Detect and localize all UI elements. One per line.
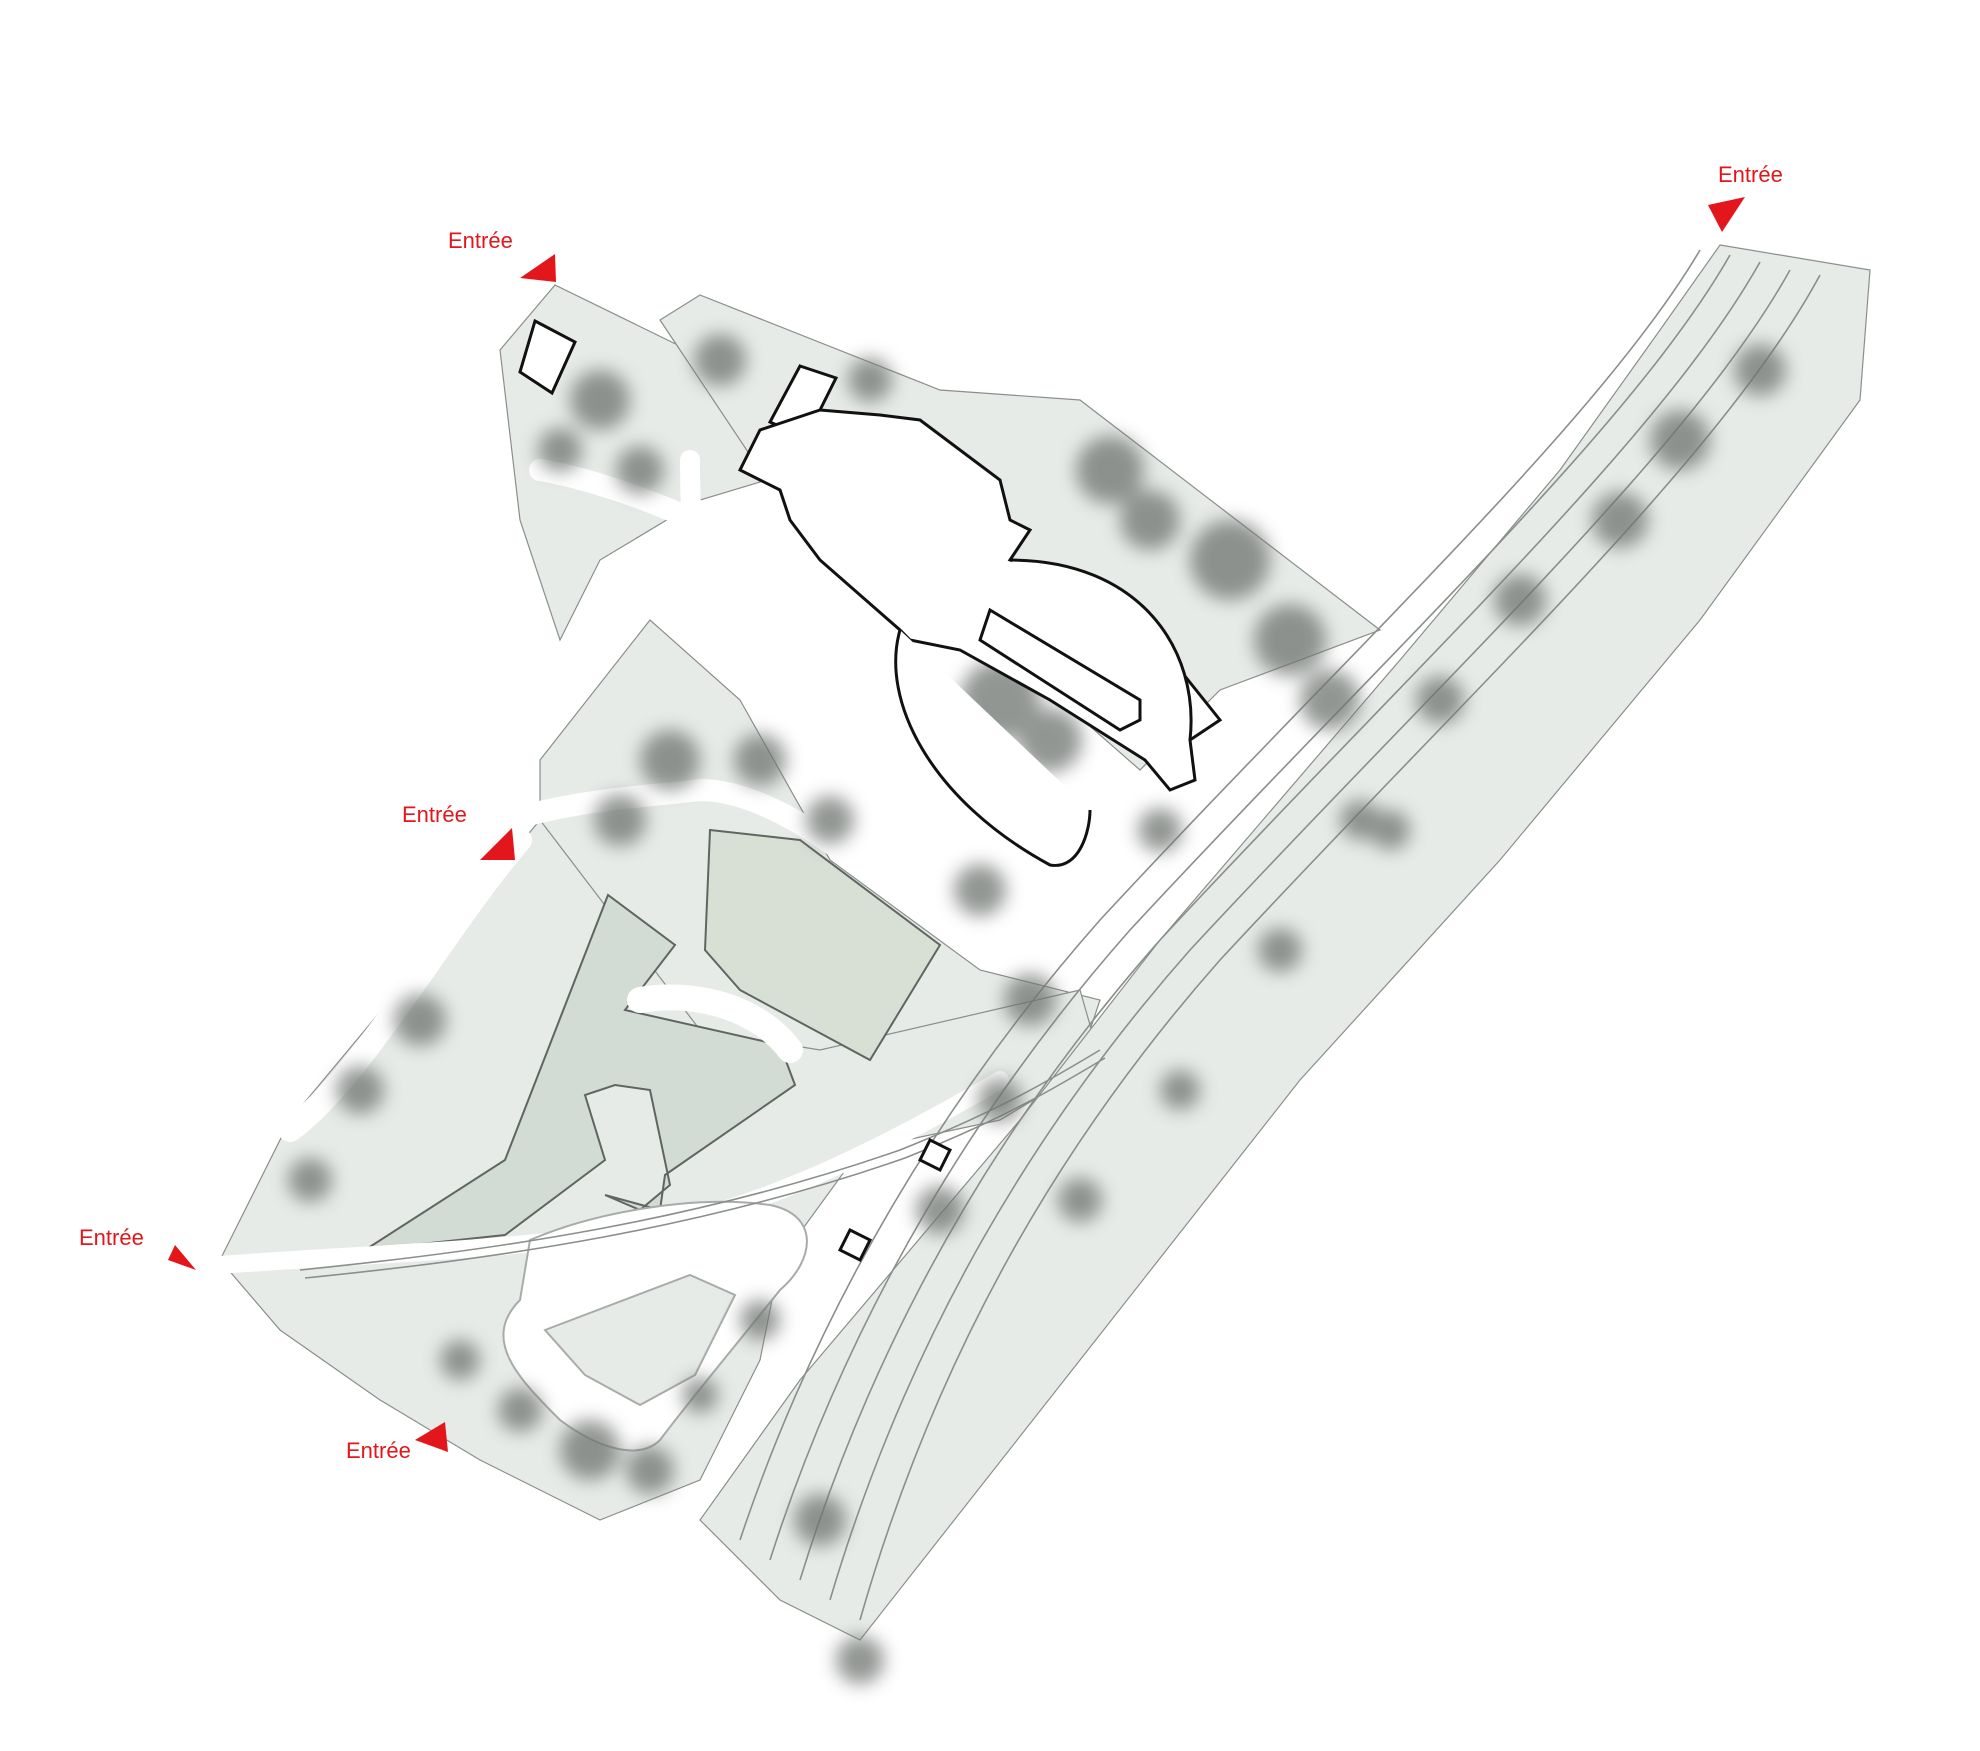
site-ground	[219, 244, 1871, 1641]
service-kiosk-1	[917, 1137, 953, 1173]
entry-arrow-icon	[415, 1422, 448, 1452]
playing-field	[364, 893, 797, 1251]
main-building-wing	[978, 607, 1142, 732]
buildings	[518, 318, 1223, 1263]
entry-label-south: Entrée	[346, 1438, 411, 1463]
entry-arrow-icon	[520, 254, 556, 282]
lawns	[364, 828, 942, 1251]
entry-arrow-icon	[1708, 197, 1745, 232]
sports-courts	[703, 828, 942, 1062]
main-building-arc	[894, 558, 1193, 867]
tree-canopy	[288, 334, 1786, 1684]
service-kiosk-2	[837, 1227, 873, 1263]
entry-arrow-icon	[168, 1245, 196, 1270]
entry-arrow-icon	[480, 828, 515, 860]
entry-label-west: Entrée	[402, 802, 467, 827]
entry-label-south-west: Entrée	[79, 1225, 144, 1250]
parking-area	[502, 1200, 808, 1452]
entry-label-north-west: Entrée	[448, 228, 513, 253]
entry-label-north-east: Entrée	[1718, 162, 1783, 187]
entrance-pavilion	[518, 318, 577, 396]
entry-markers	[168, 197, 1745, 1452]
